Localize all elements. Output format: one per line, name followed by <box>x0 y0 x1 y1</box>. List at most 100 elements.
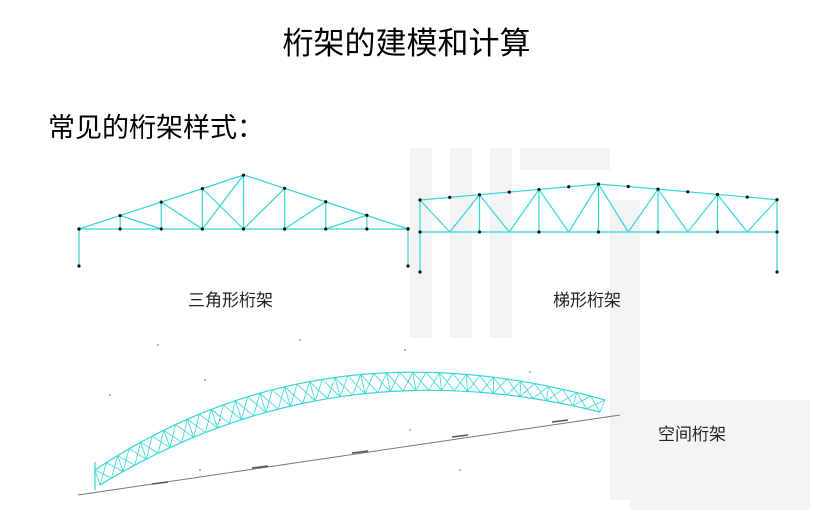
arch-bottom-chord <box>265 408 279 413</box>
arch-diagonal <box>576 392 587 409</box>
arch-top-chord <box>272 386 285 391</box>
arch-top-chord <box>439 372 453 374</box>
arch-diagonal <box>253 393 261 416</box>
arch-vertical <box>309 381 316 402</box>
section-heading: 常见的桁架样式： <box>48 113 264 144</box>
ground-line <box>77 414 621 496</box>
arch-bottom-chord <box>559 402 574 407</box>
truss-node <box>324 227 328 231</box>
arch-top-chord <box>576 391 591 397</box>
arch-top-chord <box>140 435 153 443</box>
arch-diagonal <box>327 377 336 399</box>
arch-bottom-chord <box>390 390 404 393</box>
arch-diagonal <box>402 371 414 392</box>
arch-diagonal <box>590 395 601 413</box>
truss-node <box>283 186 287 190</box>
arch-top-chord <box>548 385 563 390</box>
reference-point <box>409 429 411 431</box>
truss-node <box>775 198 779 202</box>
top-chord <box>628 185 659 190</box>
top-chord <box>717 193 748 198</box>
truss-node <box>118 213 122 218</box>
arch-bottom-chord <box>327 396 341 400</box>
arch-vertical <box>94 469 101 486</box>
truss-node <box>418 198 422 202</box>
diagonal-member <box>538 189 570 233</box>
arch-top-chord <box>479 375 494 378</box>
reference-point <box>529 371 531 373</box>
arch-bottom-chord <box>253 411 267 417</box>
arch-diagonal <box>277 386 285 410</box>
diagonal-member <box>419 199 451 233</box>
arch-top-chord <box>235 396 248 402</box>
arch-diagonal <box>506 380 522 396</box>
truss-node <box>775 230 779 234</box>
arch-top-chord <box>373 372 387 375</box>
arch-bottom-chord <box>229 419 242 425</box>
arch-vertical <box>599 399 606 413</box>
arch-diagonal <box>229 400 236 424</box>
arch-top-chord <box>199 408 212 415</box>
reference-point <box>299 339 301 341</box>
arch-diagonal <box>205 409 212 433</box>
slide-title: 桁架的建模和计算 <box>282 26 531 62</box>
arch-bottom-chord <box>241 415 254 421</box>
arch-diagonal <box>134 442 141 466</box>
arch-top-chord <box>506 378 521 382</box>
truss-node <box>775 270 779 274</box>
arch-diagonal <box>428 372 440 391</box>
arch-top-chord <box>347 373 361 377</box>
truss-node <box>77 227 81 231</box>
truss-node <box>567 185 571 189</box>
top-chord <box>419 196 450 201</box>
arch-bottom-chord <box>169 441 182 449</box>
arch-diagonal <box>181 419 188 443</box>
diagonal-member <box>201 174 244 230</box>
ground-tick <box>151 481 169 485</box>
diagonal-member <box>201 188 244 230</box>
top-chord <box>747 196 778 201</box>
arch-top-chord <box>466 373 480 377</box>
arch-top-chord <box>334 375 348 379</box>
truss-node <box>715 192 720 197</box>
arch-diagonal <box>562 389 574 407</box>
arch-diagonal <box>169 424 176 448</box>
arch-bottom-chord <box>122 464 136 473</box>
arch-bottom-chord <box>277 405 291 410</box>
top-chord <box>657 188 688 193</box>
arch-vertical <box>140 442 147 460</box>
arch-vertical <box>519 381 522 397</box>
arch-top-chord <box>452 372 467 375</box>
arch-diagonal <box>534 383 547 401</box>
arch-top-chord <box>175 418 188 426</box>
ground-tick <box>551 419 569 423</box>
reference-point <box>219 419 221 421</box>
arch-diagonal <box>377 372 387 393</box>
arch-diagonal <box>217 404 224 429</box>
diagonal-member <box>160 201 203 230</box>
arch-bottom-chord <box>205 427 218 434</box>
diagonal-member <box>479 194 510 233</box>
diagonal-member <box>508 189 540 233</box>
arch-vertical <box>572 392 578 406</box>
arch-top-chord <box>520 380 535 385</box>
truss-node <box>448 195 452 199</box>
truss-node <box>477 230 482 234</box>
arch-diagonal <box>480 376 494 393</box>
arch-top-chord <box>360 372 374 376</box>
arch-bottom-chord <box>377 390 391 394</box>
arch-top-chord <box>296 380 310 385</box>
truss-node <box>406 227 410 231</box>
arch-diagonal <box>99 462 107 486</box>
arch-diagonal <box>390 372 401 392</box>
arch-vertical <box>334 377 341 397</box>
arch-bottom-chord <box>480 391 494 395</box>
diagonal-member <box>243 187 286 230</box>
top-chord <box>538 186 569 191</box>
truss-node <box>418 230 422 234</box>
arch-vertical <box>235 400 242 420</box>
truss-node <box>241 173 246 177</box>
truss-node <box>537 187 541 192</box>
arch-bottom-chord <box>352 393 366 396</box>
